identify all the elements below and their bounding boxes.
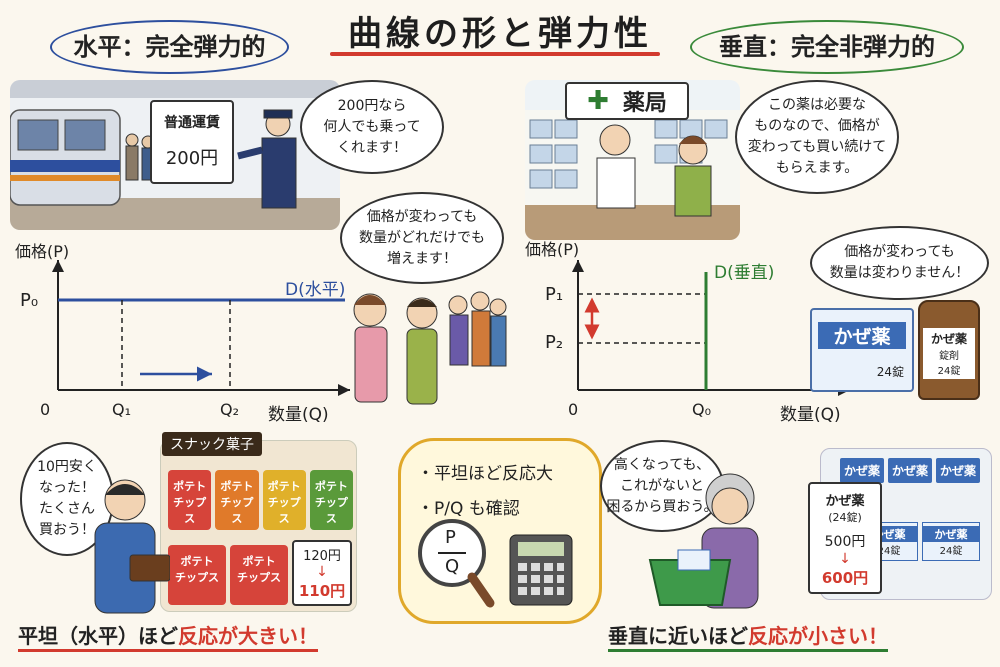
left-heading: 水平：完全弾力的 — [50, 20, 289, 74]
medicine-old-price: 500円 — [824, 534, 866, 550]
medicine-price-arrow: ↓ — [839, 551, 851, 567]
pharmacy-illustration — [525, 80, 740, 240]
medicine-price-tag: かぜ薬 (24錠) 500円 ↓ 600円 — [808, 482, 882, 594]
medicine-tag-count: (24錠) — [828, 511, 862, 524]
chip-bag: ポテト チップス — [230, 545, 288, 605]
pharmacy-scene — [525, 80, 740, 240]
shelf-medicine-box: かぜ薬 — [888, 458, 932, 483]
snack-price-tag: 120円 ↓ 110円 — [292, 540, 352, 606]
right-x-axis-label: 数量(Q) — [780, 405, 841, 425]
tip-box: ・平坦ほど反応大 ・P/Q も確認 — [398, 438, 602, 624]
right-demand-chart — [572, 260, 850, 396]
shelf-medicine-box: かぜ薬 — [840, 458, 884, 483]
chip-bag: ポテト チップス — [309, 470, 353, 530]
chip-bag: ポテト チップス — [168, 545, 226, 605]
snack-row-top: ポテト チップス ポテト チップス ポテト チップス ポテト チップス — [168, 470, 353, 530]
left-y-axis-label: 価格(P) — [15, 242, 70, 261]
left-demand-chart — [52, 260, 350, 396]
boy-illustration — [94, 479, 170, 614]
left-curve-label: D(水平) — [285, 280, 346, 300]
left-origin-label: 0 — [40, 400, 51, 419]
right-heading: 垂直：完全非弾力的 — [690, 20, 964, 74]
snack-old-price: 120円 — [303, 549, 341, 564]
left-q2-label: Q₂ — [220, 400, 240, 419]
tip-illustration — [418, 519, 573, 608]
medicine-speech-bubble: 価格が変わっても 数量は変わりません！ — [810, 226, 989, 300]
medicine-new-price: 600円 — [821, 569, 869, 587]
left-caption: 平坦（水平）ほど反応が大きい！ — [18, 620, 318, 652]
page-title: 曲線の形と弾力性 — [348, 14, 652, 54]
title-underline — [330, 52, 660, 56]
medicine-box-count: 24錠 — [876, 365, 904, 379]
right-caption-prefix: 垂直に近いほど — [608, 624, 748, 648]
tip-line-2: ・P/Q も確認 — [417, 499, 520, 519]
chip-bag: ポテト チップス — [168, 470, 212, 530]
left-q1-label: Q₁ — [112, 400, 132, 419]
medicine-tag-name: かぜ薬 — [825, 494, 865, 509]
shelf-medicine-box: かぜ薬 24錠 — [922, 522, 980, 561]
right-caption: 垂直に近いほど反応が小さい！ — [608, 620, 888, 652]
pharmacy-sign: ✚ 薬局 — [565, 82, 689, 120]
tip-line-1: ・平坦ほど反応大 — [417, 464, 553, 484]
right-q0-label: Q₀ — [692, 400, 712, 419]
right-p1-label: P₁ — [545, 284, 564, 305]
snack-row-bottom: ポテト チップス ポテト チップス — [168, 545, 288, 605]
left-x-axis-label: 数量(Q) — [268, 405, 329, 425]
medicine-box: かぜ薬 24錠 — [810, 308, 914, 392]
woman-speech-bubble: 高くなっても、 これがないと 困るから買おう。 — [600, 440, 724, 532]
left-price-label: P₀ — [20, 290, 39, 311]
lens-denominator: Q — [445, 556, 460, 577]
bottle-label-count: 24錠 — [937, 366, 961, 377]
right-curve-label: D(垂直) — [714, 263, 775, 283]
chip-bag: ポテト チップス — [262, 470, 306, 530]
pharmacy-sign-text: 薬局 — [622, 91, 667, 116]
woman-illustration — [648, 473, 759, 609]
medicine-box-name: かぜ薬 — [818, 322, 906, 349]
right-origin-label: 0 — [568, 400, 579, 419]
lens-numerator: P — [445, 527, 456, 548]
snack-new-price: 110円 — [298, 582, 346, 600]
snack-price-arrow: ↓ — [316, 564, 328, 580]
shelf-boxes-top: かぜ薬 かぜ薬 かぜ薬 — [840, 458, 980, 483]
cross-icon: ✚ — [587, 86, 609, 116]
left-caption-prefix: 平坦（水平）ほど — [18, 624, 178, 648]
fare-sign-price: 200円 — [165, 148, 219, 169]
bottle-label-name: かぜ薬 — [930, 332, 967, 346]
snack-sign: スナック菓子 — [162, 432, 262, 456]
right-y-axis-label: 価格(P) — [525, 240, 580, 259]
fare-sign-title: 普通運賃 — [164, 115, 220, 131]
shelf-medicine-box: かぜ薬 — [936, 458, 980, 483]
left-caption-highlight: 反応が大きい！ — [178, 624, 318, 648]
pharmacist-speech-bubble: この薬は必要な ものなので、価格が 変わっても買い続けて もらえます。 — [735, 80, 899, 194]
bottle-label-type: 錠剤 — [939, 351, 959, 362]
crowd-illustration — [353, 291, 507, 405]
crowd-speech-bubble: 価格が変わっても 数量がどれだけでも 増えます！ — [340, 192, 504, 284]
medicine-bottle: かぜ薬 錠剤 24錠 — [918, 300, 980, 400]
right-p2-label: P₂ — [545, 332, 564, 353]
chip-bag: ポテト チップス — [215, 470, 259, 530]
conductor-speech-bubble: 200円なら 何人でも乗って くれます！ — [300, 80, 444, 174]
fare-sign: 普通運賃 200円 — [150, 100, 234, 184]
right-caption-highlight: 反応が小さい！ — [748, 624, 888, 648]
